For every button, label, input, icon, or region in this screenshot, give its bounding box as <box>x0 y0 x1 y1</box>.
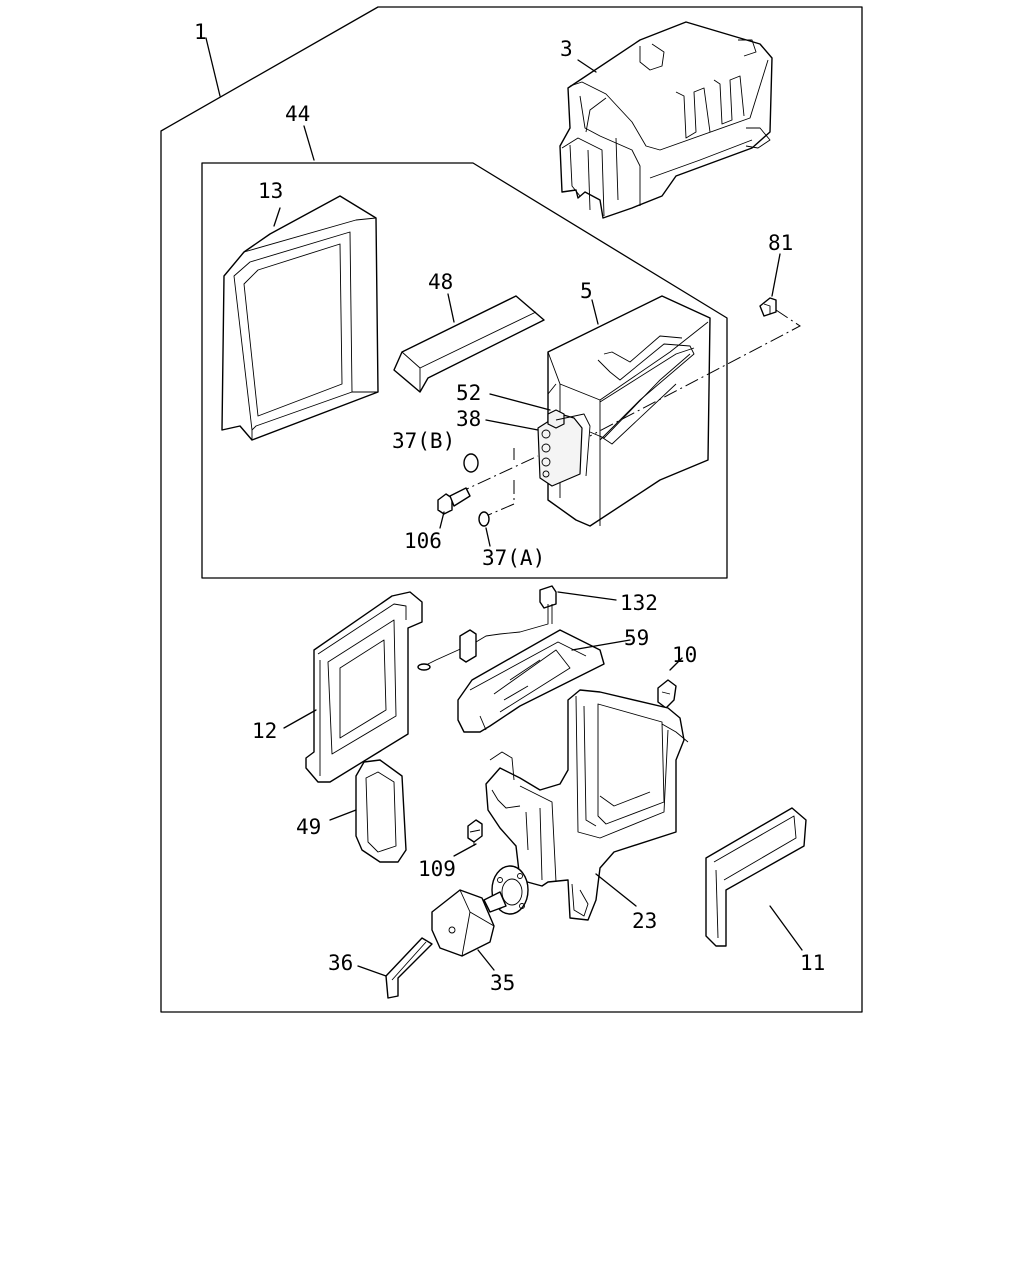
callout-12: 12 <box>252 719 277 743</box>
callout-11: 11 <box>800 951 825 975</box>
clip-part-81 <box>759 297 777 317</box>
guide-line-bolt <box>455 455 539 495</box>
callout-13: 13 <box>258 179 283 203</box>
thermistor-part-132 <box>417 585 557 671</box>
sensor-holder-part-59 <box>457 629 605 733</box>
callout-52: 52 <box>456 381 481 405</box>
o-ring-37b <box>463 453 479 473</box>
callout-48: 48 <box>428 270 453 294</box>
callout-37b: 37(B) <box>392 429 455 453</box>
callout-10: 10 <box>672 643 697 667</box>
callout-36: 36 <box>328 951 353 975</box>
callout-labels: 1 3 44 13 48 5 81 52 38 37(B) 106 37(A) … <box>194 20 825 995</box>
callout-5: 5 <box>580 279 593 303</box>
callout-49: 49 <box>296 815 321 839</box>
lower-case-part-23 <box>485 689 689 921</box>
evaporator-core-part <box>537 295 711 527</box>
gasket-frame-part-11 <box>705 807 807 947</box>
drain-hose-part-36 <box>385 937 433 999</box>
callout-37a: 37(A) <box>482 546 545 570</box>
leader-lines <box>205 37 803 977</box>
callout-109: 109 <box>418 857 456 881</box>
callout-106: 106 <box>404 529 442 553</box>
callout-23: 23 <box>632 909 657 933</box>
callout-44: 44 <box>285 102 310 126</box>
gasket-part-49 <box>355 759 407 863</box>
motor-part-35 <box>431 889 507 957</box>
upper-case-part <box>559 21 773 219</box>
seal-frame-part <box>221 195 379 441</box>
foam-strip-part <box>393 295 545 393</box>
o-ring-37a <box>478 511 490 527</box>
assembly-outline-frame <box>160 6 863 1013</box>
bolt-106 <box>437 487 471 515</box>
callout-38: 38 <box>456 407 481 431</box>
callout-1: 1 <box>194 20 207 44</box>
callout-81: 81 <box>768 231 793 255</box>
evaporator-subassembly-frame <box>201 162 728 579</box>
gasket-frame-part-12 <box>305 591 423 783</box>
callout-35: 35 <box>490 971 515 995</box>
guide-line-orings <box>485 448 515 517</box>
clip-part-10 <box>657 679 677 709</box>
callout-59: 59 <box>624 626 649 650</box>
screw-part-109 <box>467 819 483 846</box>
guide-line-81 <box>589 309 801 437</box>
callout-132: 132 <box>620 591 658 615</box>
callout-3: 3 <box>560 37 573 61</box>
